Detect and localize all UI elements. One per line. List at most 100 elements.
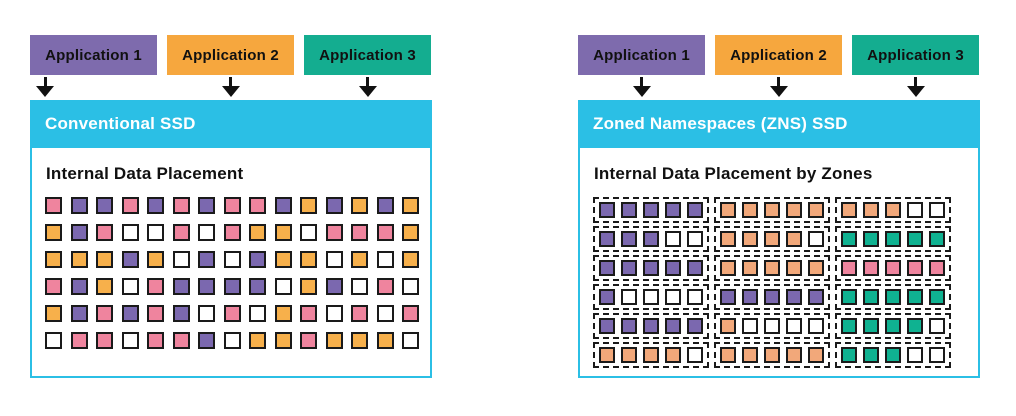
- application-1-purple-block: [764, 289, 780, 305]
- application-1-purple-block: [621, 202, 637, 218]
- pink-block: [96, 305, 113, 322]
- pink-block: [223, 305, 241, 322]
- zone-box-3: [835, 342, 951, 368]
- application-2-orange-block: [742, 231, 758, 247]
- application-1-purple-block: [621, 318, 637, 334]
- application-1-purple-block: [249, 278, 266, 295]
- ssd-body: Internal Data Placement: [30, 148, 432, 378]
- zone-box-1: [593, 197, 709, 223]
- application-2-orange-block: [665, 347, 681, 363]
- application-3-teal-block: [863, 318, 879, 334]
- grid-row: [45, 278, 419, 295]
- zone-box-3: [835, 226, 951, 252]
- application-2-orange-block: [720, 202, 736, 218]
- application-1-purple-block: [599, 289, 615, 305]
- pink-block: [172, 332, 190, 349]
- grid-row: [45, 332, 419, 349]
- grid-row: [45, 305, 419, 322]
- grid-row: [45, 197, 419, 214]
- application-2-orange-block: [351, 332, 368, 349]
- application-1-purple-block: [172, 305, 190, 322]
- zone-box-2: [714, 255, 830, 281]
- application-2-orange-block: [45, 305, 62, 322]
- application-1-purple-block: [121, 251, 139, 268]
- application-2-orange-block: [643, 347, 659, 363]
- application-2-orange-block: [70, 251, 88, 268]
- application-2-orange-block: [808, 260, 824, 276]
- application-1-purple-block: [172, 278, 190, 295]
- application-box-1: Application 1: [30, 35, 157, 75]
- zone-box-2: [714, 313, 830, 339]
- application-1-purple-block: [786, 289, 802, 305]
- application-2-orange-block: [720, 347, 736, 363]
- application-3-teal-block: [929, 289, 945, 305]
- application-3-teal-block: [907, 231, 923, 247]
- ssd-title: Conventional SSD: [45, 114, 196, 133]
- application-2-orange-block: [376, 332, 394, 349]
- application-2-orange-block: [863, 202, 879, 218]
- application-box-1: Application 1: [578, 35, 705, 75]
- empty-block: [742, 318, 758, 334]
- zone-row: [593, 255, 965, 281]
- zone-row: [593, 342, 965, 368]
- zone-box-3: [835, 255, 951, 281]
- application-3-teal-block: [907, 289, 923, 305]
- pink-block: [376, 224, 394, 241]
- application-2-orange-block: [786, 231, 802, 247]
- empty-block: [786, 318, 802, 334]
- application-1-purple-block: [198, 278, 215, 295]
- down-arrow-icon: [221, 75, 240, 99]
- zone-box-2: [714, 284, 830, 310]
- arrow-cell: [304, 75, 431, 99]
- pink-block: [300, 332, 317, 349]
- zone-box-2: [714, 226, 830, 252]
- empty-block: [907, 202, 923, 218]
- application-1-purple-block: [96, 197, 113, 214]
- placement-title: Internal Data Placement: [46, 164, 244, 183]
- pink-block: [325, 224, 343, 241]
- empty-block: [300, 224, 317, 241]
- pink-block: [121, 197, 139, 214]
- empty-block: [687, 347, 703, 363]
- application-1-purple-block: [665, 260, 681, 276]
- application-1-purple-block: [599, 318, 615, 334]
- zone-box-1: [593, 226, 709, 252]
- application-2-orange-block: [300, 278, 317, 295]
- empty-block: [325, 251, 343, 268]
- application-box-2: Application 2: [167, 35, 294, 75]
- application-1-purple-block: [147, 197, 164, 214]
- application-1-purple-block: [70, 305, 88, 322]
- application-2-orange-block: [351, 197, 368, 214]
- application-box-3: Application 3: [852, 35, 979, 75]
- application-3-teal-block: [885, 347, 901, 363]
- empty-block: [687, 231, 703, 247]
- pink-block: [929, 260, 945, 276]
- pink-block: [402, 305, 419, 322]
- grid-row: [45, 251, 419, 268]
- application-2-orange-block: [96, 251, 113, 268]
- zone-box-3: [835, 197, 951, 223]
- empty-block: [45, 332, 62, 349]
- application-1-purple-block: [70, 197, 88, 214]
- empty-block: [907, 347, 923, 363]
- pink-block: [147, 278, 164, 295]
- data-placement-grid: [45, 197, 419, 349]
- empty-block: [687, 289, 703, 305]
- zone-box-1: [593, 313, 709, 339]
- application-3-teal-block: [841, 289, 857, 305]
- application-2-orange-block: [274, 224, 292, 241]
- zone-box-1: [593, 284, 709, 310]
- pink-block: [907, 260, 923, 276]
- empty-block: [198, 224, 215, 241]
- application-2-orange-block: [742, 347, 758, 363]
- pink-block: [249, 197, 266, 214]
- application-2-orange-block: [786, 260, 802, 276]
- empty-block: [121, 278, 139, 295]
- arrow-cell: [167, 75, 294, 99]
- empty-block: [376, 305, 394, 322]
- empty-block: [121, 332, 139, 349]
- application-3-teal-block: [929, 231, 945, 247]
- zone-box-2: [714, 197, 830, 223]
